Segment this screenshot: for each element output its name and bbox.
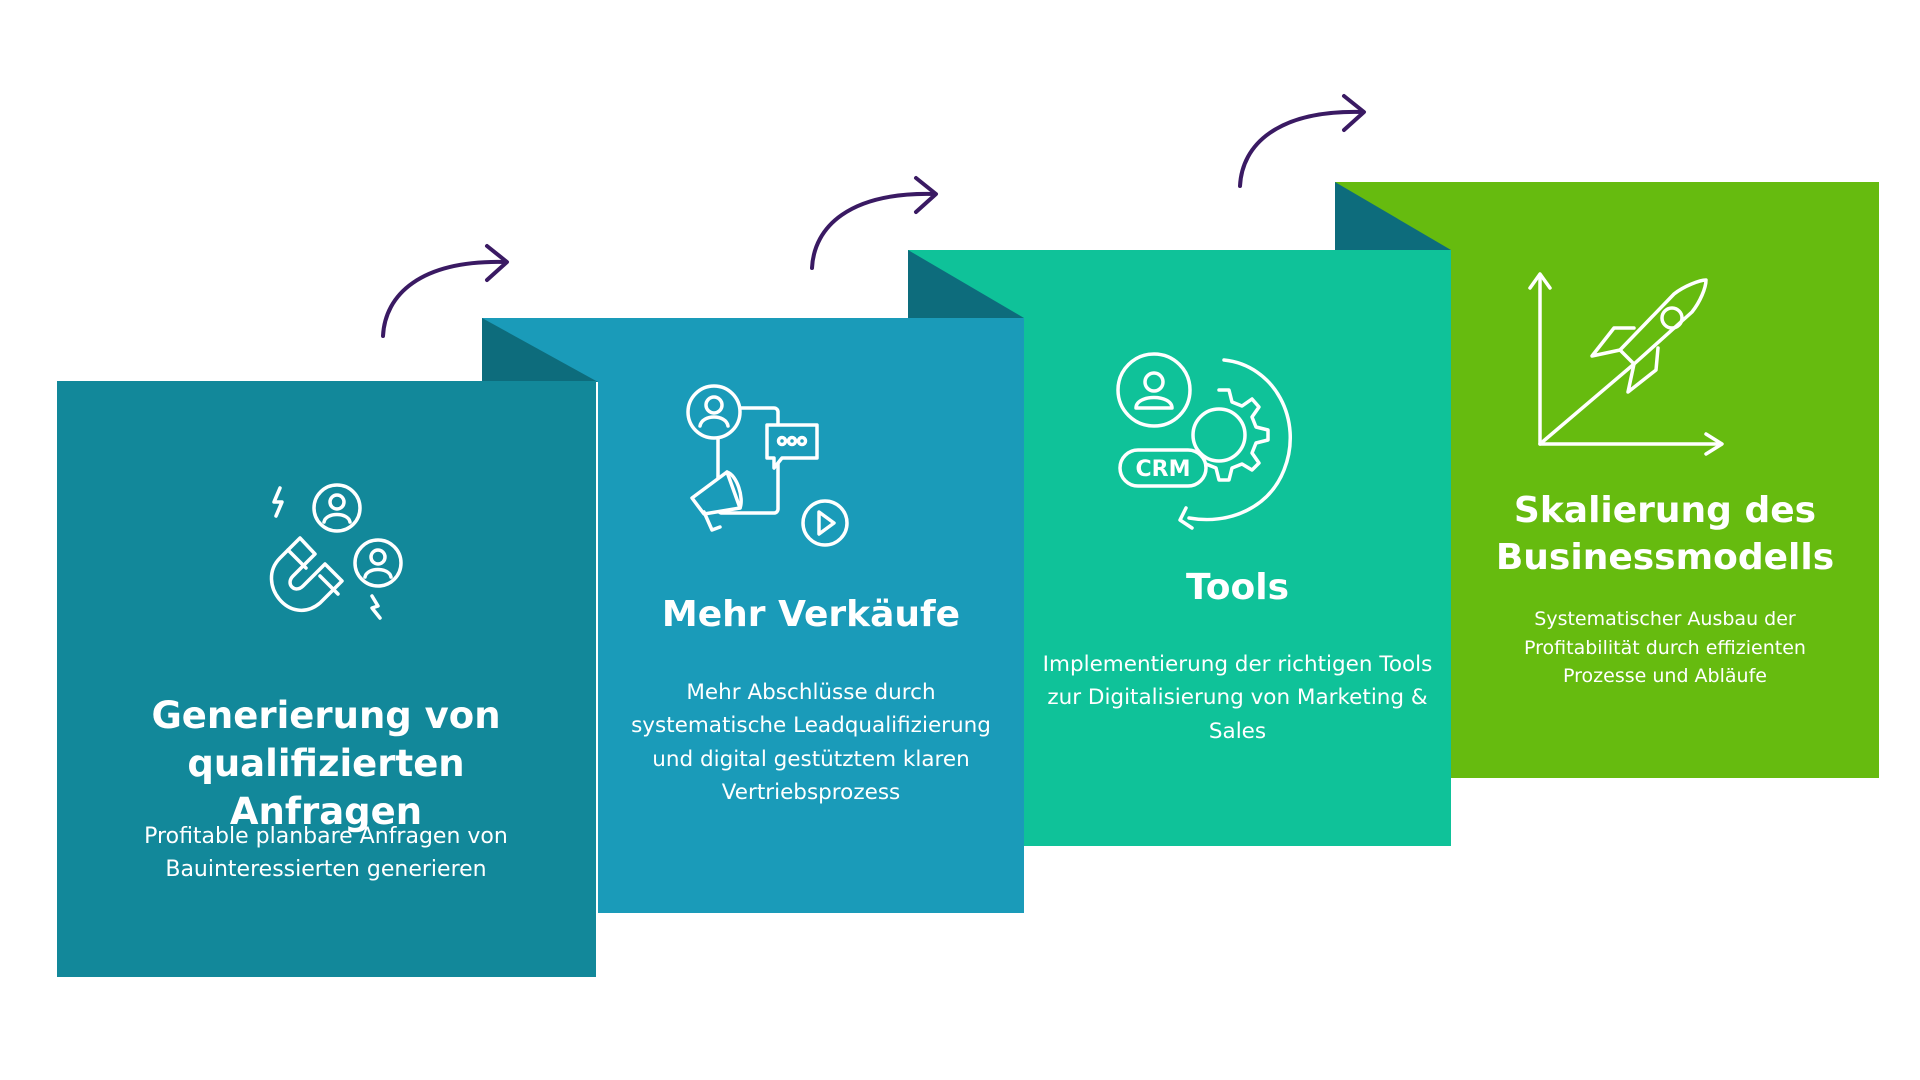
- fold-shadow-3: [908, 250, 1024, 318]
- step-card-4: [1451, 182, 1879, 778]
- crm-gear-icon: CRM: [1116, 352, 1292, 530]
- step-title-2: Mehr Verkäufe: [661, 594, 961, 635]
- step-description-2: Mehr Abschlüsse durch systematische Lead…: [631, 680, 991, 805]
- step-title-3: Tools: [1185, 567, 1289, 608]
- curved-arrow-icon: [1238, 94, 1366, 188]
- step-title-4: Skalierung des Businessmodells: [1495, 490, 1835, 578]
- magnet-attracting-users-icon: [269, 483, 403, 620]
- step-description-3: Implementierung der richtigen Tools zur …: [1042, 652, 1433, 744]
- fold-shadow-4: [1335, 182, 1451, 250]
- step-card-1: [57, 381, 596, 977]
- svg-text:CRM: CRM: [1136, 457, 1191, 482]
- step-card-3: [1024, 250, 1451, 846]
- step-card-2: [598, 318, 1024, 913]
- mobile-marketing-megaphone-icon: [686, 384, 849, 547]
- step-title-1: Generierung von qualifizierten Anfragen: [151, 694, 501, 834]
- step-description-1: Profitable planbare Anfragen von Bauinte…: [144, 824, 508, 882]
- step-description-4: Systematischer Ausbau der Profitabilität…: [1524, 608, 1806, 687]
- rocket-growth-chart-icon: [1528, 272, 1724, 456]
- fold-shadow-2: [482, 318, 598, 382]
- curved-arrow-icon: [381, 244, 509, 338]
- curved-arrow-icon: [810, 176, 938, 270]
